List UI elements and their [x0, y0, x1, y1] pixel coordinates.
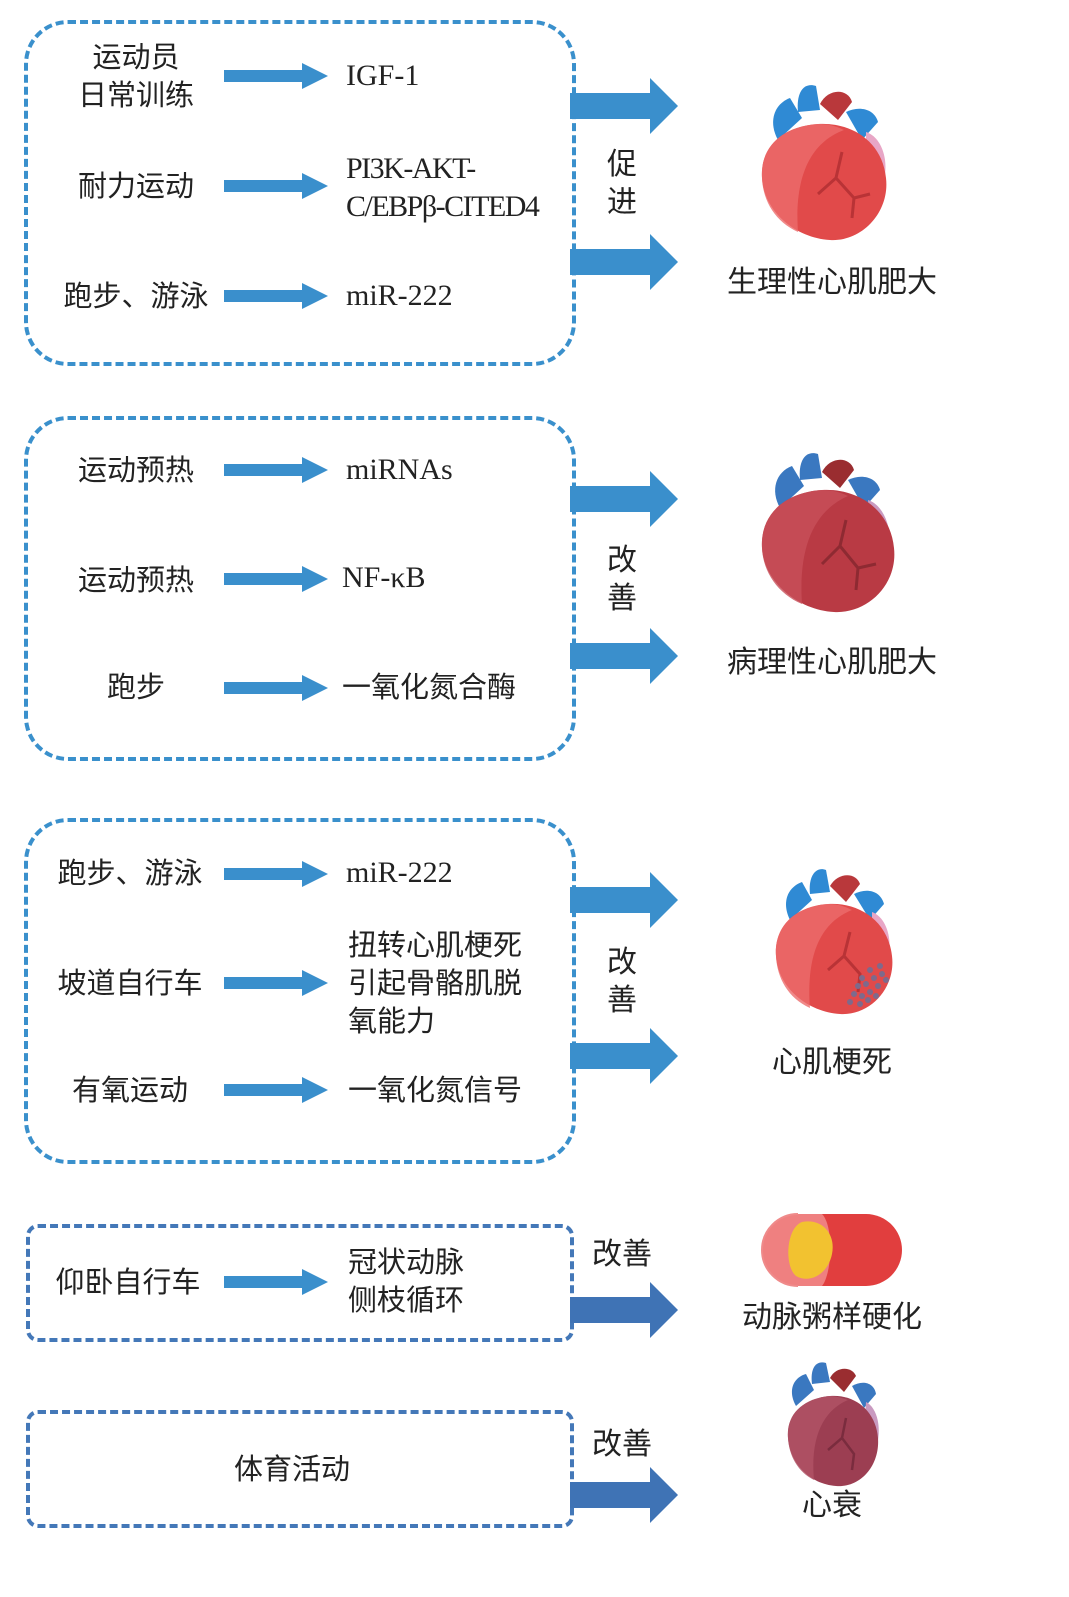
small-arrow	[224, 1077, 328, 1103]
exercise-label: 坡道自行车	[57, 966, 203, 1000]
exercise-label: 跑步、游泳	[57, 856, 203, 890]
mechanism-label: 扭转心肌梗死 引起骨骼肌脱 氧能力	[348, 928, 523, 1038]
section-box-infarction	[24, 818, 576, 1164]
effect-label: 促 进	[607, 147, 637, 220]
big-arrow	[570, 1467, 678, 1523]
big-arrow	[570, 471, 678, 527]
mechanism-label: 一氧化氮合酶	[342, 670, 517, 704]
exercise-label: 仰卧自行车	[55, 1265, 201, 1299]
big-arrow	[570, 872, 678, 928]
small-arrow	[224, 970, 328, 996]
outcome-label: 心衰	[802, 1488, 862, 1523]
effect-label: 改善	[592, 1237, 652, 1272]
big-arrow	[570, 234, 678, 290]
big-arrow	[570, 78, 678, 134]
mechanism-label: IGF-1	[346, 59, 420, 92]
mechanism-label: PI3K-AKT- C/EBPβ-CITED4	[346, 152, 540, 223]
exercise-label: 耐力运动	[77, 169, 194, 203]
section-box-atherosclerosis	[26, 1224, 574, 1342]
small-arrow	[224, 457, 328, 483]
artery-plaque-icon	[761, 1213, 902, 1287]
outcome-label: 生理性心肌肥大	[727, 265, 937, 300]
small-arrow	[224, 861, 328, 887]
exercise-label: 有氧运动	[71, 1073, 188, 1107]
exercise-label: 跑步、游泳	[63, 279, 209, 313]
mechanism-label: NF-κB	[342, 561, 426, 594]
small-arrow	[224, 173, 328, 199]
section-box-pathological	[24, 416, 576, 761]
small-arrow	[224, 675, 328, 701]
section-box-heart-failure	[26, 1410, 574, 1528]
mechanism-label: miR-222	[346, 856, 453, 889]
exercise-label: 跑步	[106, 670, 165, 704]
exercise-label: 运动预热	[77, 563, 194, 597]
effect-label: 改 善	[607, 945, 637, 1018]
mechanism-label: 冠状动脉 侧枝循环	[348, 1245, 465, 1317]
exercise-label: 运动预热	[77, 453, 194, 487]
mechanism-label: miR-222	[346, 279, 453, 312]
small-arrow	[224, 283, 328, 309]
outcome-label: 动脉粥样硬化	[742, 1300, 922, 1335]
effect-label: 改 善	[607, 543, 637, 616]
infarcted-heart-icon	[775, 869, 893, 1015]
failing-heart-icon	[787, 1362, 879, 1487]
effect-label: 改善	[592, 1427, 652, 1462]
heart-icon	[761, 85, 887, 241]
section-box-physiological	[24, 20, 576, 366]
mechanism-label: 一氧化氮信号	[348, 1073, 523, 1107]
heart-icon	[761, 453, 895, 613]
small-arrow	[224, 1269, 328, 1295]
outcome-label: 心肌梗死	[772, 1045, 892, 1080]
exercise-label: 运动员 日常训练	[77, 40, 194, 112]
small-arrow	[224, 566, 328, 592]
big-arrow	[570, 1282, 678, 1338]
big-arrow	[570, 1028, 678, 1084]
outcome-label: 病理性心肌肥大	[727, 645, 937, 680]
big-arrow	[570, 628, 678, 684]
mechanism-label: miRNAs	[346, 453, 453, 486]
exercise-label: 体育活动	[233, 1452, 350, 1486]
small-arrow	[224, 63, 328, 89]
